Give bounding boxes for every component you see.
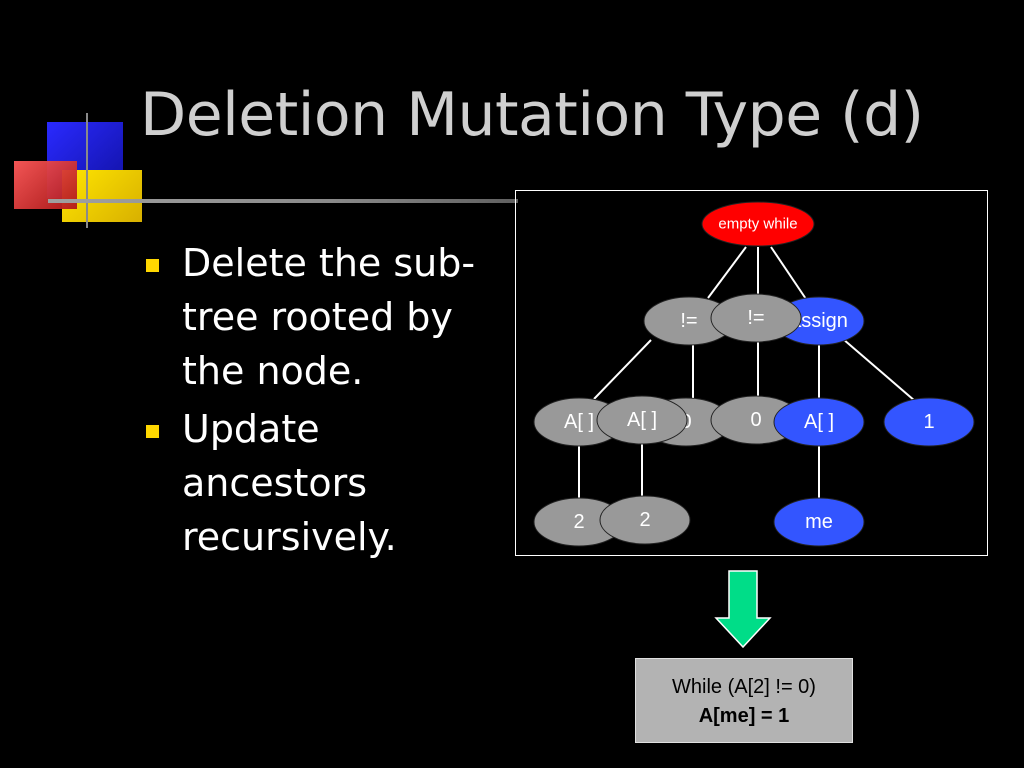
result-line-assign: A[me] = 1	[698, 705, 790, 727]
tree-node-ne-left: !=	[643, 296, 735, 346]
tree-node-label: !=	[680, 310, 697, 332]
tree-node-label: 2	[639, 509, 650, 531]
bullet-text: Update ancestors recursively.	[182, 407, 397, 559]
tree-node-label: 1	[923, 411, 934, 433]
tree-node-label: A[ ]	[627, 409, 657, 431]
tree-node-label: me	[805, 511, 833, 533]
tree-node-me: me	[773, 497, 865, 547]
bullet-square-icon	[146, 259, 159, 272]
tree-node-label: 0	[750, 409, 761, 431]
bullet-text: Delete the sub-tree rooted by the node.	[182, 241, 476, 393]
title-underline	[48, 199, 518, 203]
tree-node-array-me: A[ ]	[773, 397, 865, 447]
tree-edge	[593, 339, 652, 400]
logo-vertical-line	[86, 113, 88, 228]
tree-node-label: A[ ]	[804, 411, 834, 433]
tree-node-one: 1	[883, 397, 975, 447]
tree-node-label: empty while	[718, 216, 797, 233]
result-code-box: While (A[2] != 0) A[me] = 1	[635, 658, 853, 743]
tree-edge	[707, 246, 747, 299]
result-line-while: While (A[2] != 0)	[672, 676, 816, 698]
tree-node-ne-front: !=	[710, 293, 802, 343]
slide-title: Deletion Mutation Type (d)	[140, 80, 924, 150]
down-arrow-icon	[714, 570, 772, 649]
tree-node-two-front: 2	[599, 495, 691, 545]
tree-node-label: assign	[790, 310, 848, 332]
bullet-item: Update ancestors recursively.	[140, 402, 510, 564]
tree-node-ellipse	[701, 201, 815, 247]
bullet-square-icon	[146, 425, 159, 438]
tree-node-ellipse	[883, 397, 975, 447]
tree-node-ellipse	[710, 293, 802, 343]
tree-node-root-empty-while: empty while	[701, 201, 815, 247]
tree-node-label: A[ ]	[564, 411, 594, 433]
tree-node-ellipse	[773, 497, 865, 547]
tree-node-ellipse	[599, 495, 691, 545]
tree-node-label: !=	[747, 307, 764, 329]
tree-node-label: 2	[573, 511, 584, 533]
tree-node-array-front: A[ ]	[596, 395, 688, 445]
tree-edge	[770, 246, 807, 300]
tree-node-ellipse	[773, 397, 865, 447]
bullet-list: Delete the sub-tree rooted by the node. …	[140, 236, 510, 568]
tree-node-ellipse	[596, 395, 688, 445]
bullet-item: Delete the sub-tree rooted by the node.	[140, 236, 510, 398]
tree-edge	[842, 338, 916, 402]
